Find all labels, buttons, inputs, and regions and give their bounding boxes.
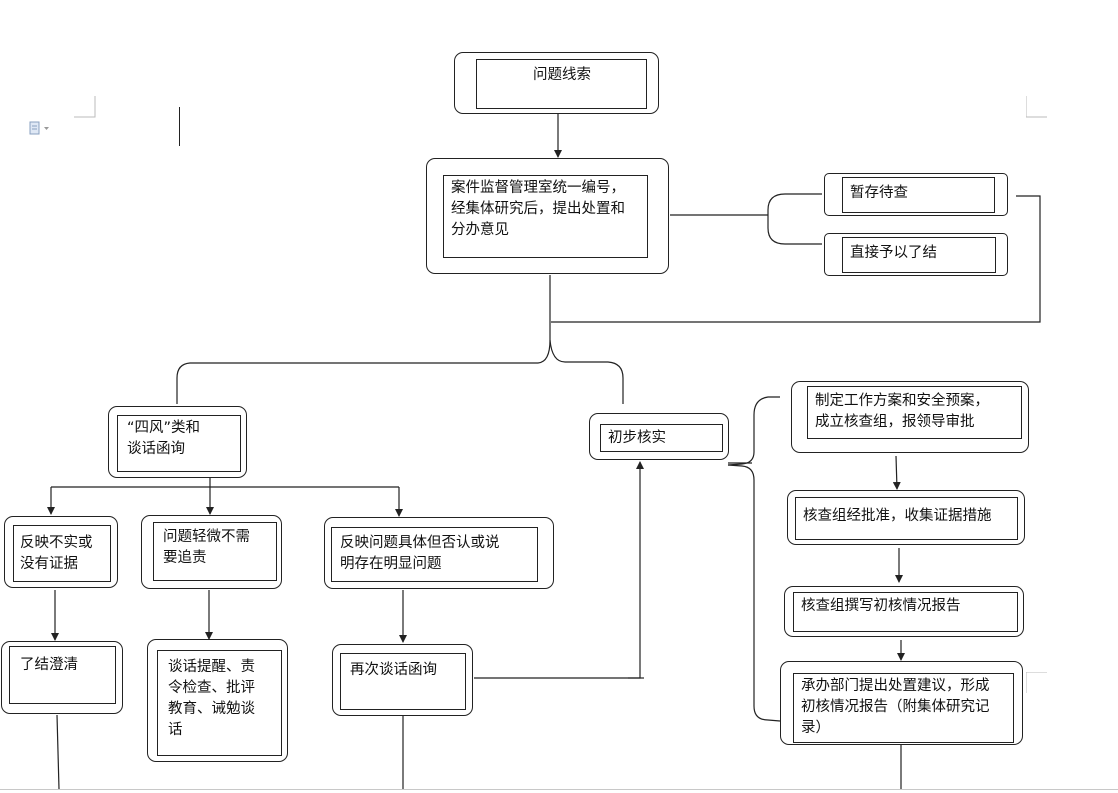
text-cursor [179, 107, 180, 146]
node-preliminary[interactable]: 初步核实 [589, 413, 729, 460]
node-close-clear-label: 了结澄清 [9, 646, 116, 704]
node-talk-again-label: 再次谈话函询 [340, 653, 466, 710]
node-plan-label: 制定工作方案和安全预案， 成立核查组，报领导审批 [807, 386, 1022, 439]
node-close-direct[interactable]: 直接予以了结 [824, 233, 1008, 276]
node-four-winds-label: “四风”类和 谈话函询 [117, 415, 241, 472]
node-collect-label: 核查组经批准，收集证据措施 [795, 497, 1018, 540]
node-report-label: 核查组撰写初核情况报告 [793, 592, 1018, 632]
node-close-direct-label: 直接予以了结 [842, 237, 996, 273]
node-remind-label: 谈话提醒、责 令检查、批评 教育、诫勉谈 话 [157, 650, 282, 756]
node-dept-suggest-label: 承办部门提出处置建议，形成 初核情况报告（附集体研究记 录） [793, 673, 1014, 743]
node-specific[interactable]: 反映问题具体但否认或说 明存在明显问题 [324, 517, 554, 589]
node-four-winds[interactable]: “四风”类和 谈话函询 [108, 406, 247, 478]
node-supervise[interactable]: 案件监督管理室统一编号， 经集体研究后，提出处置和 分办意见 [426, 158, 669, 274]
page-corner-mark [1025, 96, 1048, 118]
page-bottom-edge [0, 789, 1118, 790]
page-corner-mark [74, 96, 96, 118]
node-collect[interactable]: 核查组经批准，收集证据措施 [787, 490, 1025, 545]
node-clue-label: 问题线索 [476, 59, 647, 109]
document-icon[interactable] [29, 120, 51, 135]
page-corner-mark [1025, 671, 1048, 694]
node-talk-again[interactable]: 再次谈话函询 [332, 644, 473, 716]
node-hold[interactable]: 暂存待查 [824, 173, 1008, 216]
node-report[interactable]: 核查组撰写初核情况报告 [784, 586, 1024, 637]
node-minor[interactable]: 问题轻微不需 要追责 [141, 515, 282, 589]
node-hold-label: 暂存待查 [842, 177, 995, 213]
node-untrue[interactable]: 反映不实或 没有证据 [4, 516, 118, 588]
node-untrue-label: 反映不实或 没有证据 [13, 525, 111, 582]
node-remind[interactable]: 谈话提醒、责 令检查、批评 教育、诫勉谈 话 [147, 639, 288, 762]
node-minor-label: 问题轻微不需 要追责 [153, 522, 277, 581]
node-preliminary-label: 初步核实 [600, 424, 723, 452]
node-plan[interactable]: 制定工作方案和安全预案， 成立核查组，报领导审批 [791, 381, 1029, 453]
node-supervise-label: 案件监督管理室统一编号， 经集体研究后，提出处置和 分办意见 [443, 175, 648, 258]
node-clue[interactable]: 问题线索 [454, 52, 659, 114]
node-specific-label: 反映问题具体但否认或说 明存在明显问题 [331, 527, 538, 582]
node-close-clear[interactable]: 了结澄清 [1, 641, 123, 714]
node-dept-suggest[interactable]: 承办部门提出处置建议，形成 初核情况报告（附集体研究记 录） [780, 661, 1023, 745]
